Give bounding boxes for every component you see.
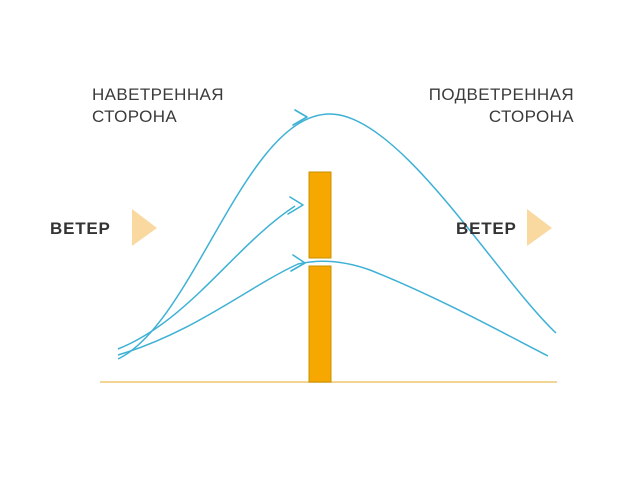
streamline-mid [117, 205, 296, 350]
streamline-through-gap [117, 260, 549, 357]
wind-arrow-left-icon [132, 209, 157, 246]
streamline-over-top [117, 113, 557, 360]
barrier-upper-segment [308, 171, 332, 259]
flow-arrowhead-mid-icon [287, 196, 304, 215]
leeward-side-label: ПОДВЕТРЕННАЯ СТОРОНА [428, 85, 574, 127]
wind-label-right: ВЕТЕР [456, 219, 517, 238]
barrier-lower-segment [308, 265, 332, 383]
flow-arrowhead-top-icon [292, 109, 308, 126]
flow-arrowhead-gap-icon [290, 254, 306, 272]
windward-side-label: НАВЕТРЕННАЯ СТОРОНА [92, 85, 224, 127]
wind-arrow-right-icon [527, 209, 552, 246]
wind-label-left: ВЕТЕР [50, 219, 111, 238]
